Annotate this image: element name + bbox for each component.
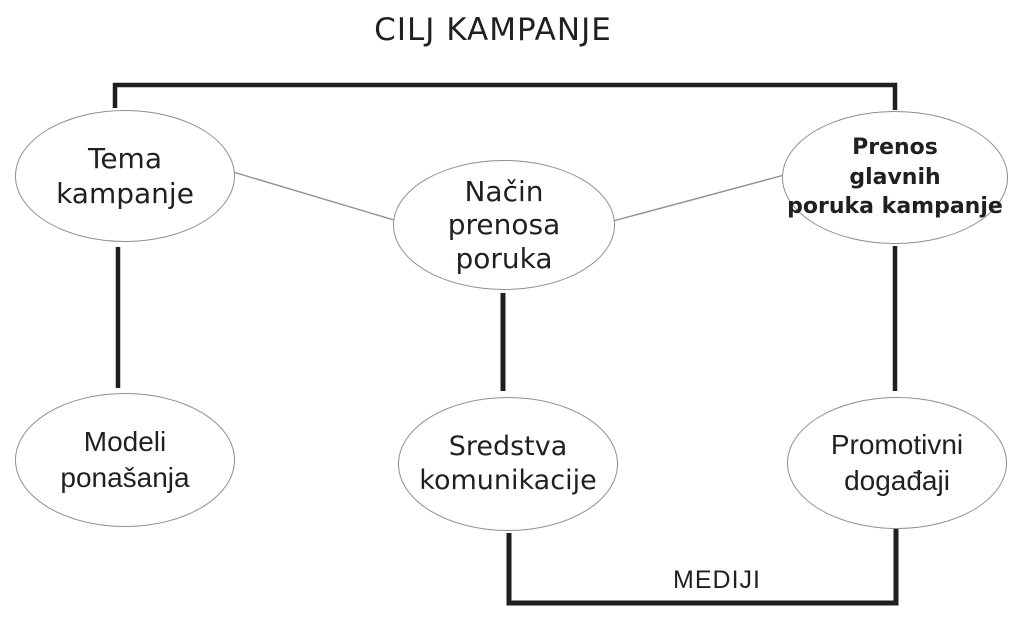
node-label-line: prenosa [447, 208, 561, 242]
top-bracket-connector [112, 82, 898, 110]
mediji-label: MEDIJI [673, 566, 761, 594]
node-label-line: događaji [844, 465, 950, 496]
node-sredstva-komunikacije: Sredstva komunikacije [398, 397, 618, 531]
node-label-line: Sredstva [448, 431, 568, 463]
node-label-line: Prenos [852, 134, 938, 160]
node-label-line: poruka kampanje [787, 194, 1003, 220]
node-label-line: ponašanja [60, 462, 190, 493]
node-label-line: Tema [87, 142, 162, 175]
node-label-line: glavnih [849, 164, 941, 190]
connector-nacin-prenos [612, 173, 789, 222]
node-label-line: Način [464, 174, 544, 208]
node-modeli-ponasanja: Modeli ponašanja [15, 393, 235, 527]
node-tema-kampanje: Tema kampanje [15, 110, 235, 242]
connector-tema-nacin [232, 171, 395, 221]
node-nacin-prenosa-poruka: Način prenosa poruka [393, 160, 615, 290]
node-label-line: Promotivni [830, 428, 964, 460]
node-prenos-glavnih-poruka: Prenos glavnih poruka kampanje [782, 111, 1008, 244]
node-label-line: komunikacije [419, 465, 597, 496]
mediji-bracket-connector [506, 529, 899, 606]
node-promotivni-dogadjaji: Promotivni događaji [787, 397, 1007, 529]
diagram-title: CILJ KAMPANJE [374, 12, 612, 48]
node-label-line: poruka [455, 241, 553, 275]
node-label-line: Modeli [83, 425, 167, 457]
node-label-line: kampanje [56, 177, 194, 210]
